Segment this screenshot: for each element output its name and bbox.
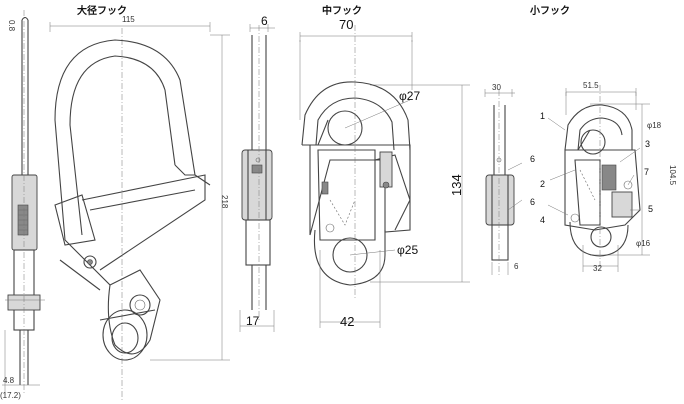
large-hook-height-dimension: 218 [220,195,229,209]
large-hook-width-dimension: 115 [122,15,135,24]
medium-hook-height-dimension: 134 [449,174,464,196]
medium-hook-side-view [239,24,275,332]
callout-2: 2 [540,179,546,189]
callout-4: 4 [540,215,546,225]
medium-hook-top-eye-dimension: φ27 [399,89,421,103]
callout-7: 7 [644,167,650,177]
large-hook-title: 大径フック [77,6,127,17]
callout-6-upper: 6 [530,154,536,164]
callout-3: 3 [645,139,651,149]
medium-hook-thickness-dimension: 6 [261,14,268,28]
callout-6-lower: 6 [530,197,536,207]
large-hook-side-bottom-dimension-2: (17.2) [0,391,21,400]
callout-1: 1 [540,111,546,121]
medium-hook-width-dimension: 70 [339,17,354,32]
small-hook-bottom-eye-dimension: φ16 [636,239,651,248]
medium-hook-bottom-eye-dimension: φ25 [397,243,419,257]
small-hook-front-view [507,85,650,272]
small-hook-height-dimension: 104.5 [668,165,677,186]
small-hook-top-eye-dimension: φ18 [647,121,662,130]
medium-hook-front-view [299,25,470,328]
small-hook-bottom-width-dimension: 32 [593,264,602,273]
medium-hook-side-bottom-dimension: 17 [246,314,260,328]
large-hook-side-view [2,10,45,395]
medium-hook-bottom-width-dimension: 42 [340,314,355,329]
small-hook-side-width-dimension: 30 [492,83,501,92]
small-hook-side-bottom-dimension: 6 [514,262,519,271]
callout-5: 5 [648,204,654,214]
large-hook-side-bottom-dimension: 4.8 [3,376,15,385]
small-hook-title: 小フック [530,6,570,17]
large-hook-front-view [49,22,230,400]
medium-hook-title: 中フック [322,6,362,17]
small-hook-width-dimension: 51.5 [583,81,599,90]
large-hook-side-top-dimension: 0.8 [7,20,16,32]
small-hook-side-view [484,89,515,275]
